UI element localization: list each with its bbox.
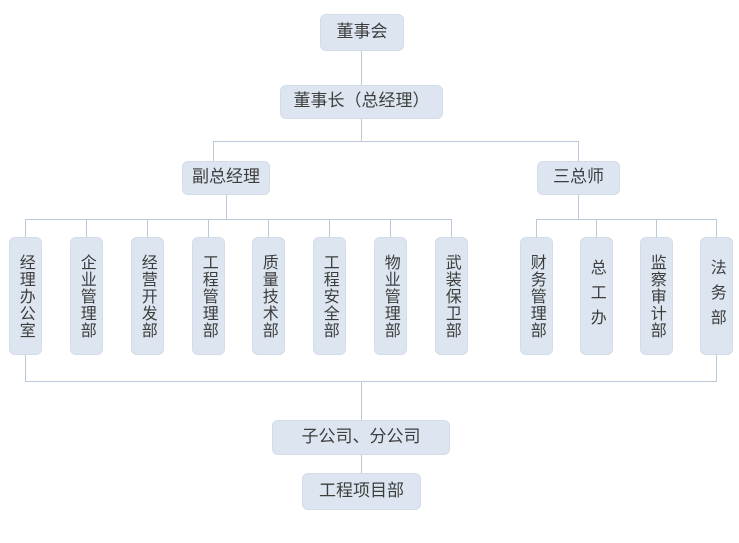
- connector-bottom-bar: [25, 381, 717, 382]
- connector-subsidiary-to-project: [361, 455, 362, 473]
- dept-box-quality-technology[interactable]: 质量技术部: [252, 237, 285, 355]
- connector-board-to-chairman: [361, 51, 362, 85]
- connector-drop-left-8: [451, 219, 452, 237]
- connector-drop-right-3: [656, 219, 657, 237]
- dept-label: 物业管理部: [381, 253, 401, 339]
- connector-vice-gm-stem: [226, 195, 227, 219]
- connector-level2-bar: [213, 141, 579, 142]
- connector-drop-left-5: [268, 219, 269, 237]
- dept-box-chief-engineer-office[interactable]: 总工办: [580, 237, 613, 355]
- connector-bottom-to-subsidiary: [361, 381, 362, 420]
- dept-label: 企业管理部: [77, 253, 97, 339]
- dept-label: 法务部: [707, 258, 727, 334]
- node-board[interactable]: 董事会: [320, 14, 404, 51]
- dept-box-engineering-safety[interactable]: 工程安全部: [313, 237, 346, 355]
- dept-box-engineering-management[interactable]: 工程管理部: [192, 237, 225, 355]
- dept-box-business-development[interactable]: 经营开发部: [131, 237, 164, 355]
- node-project-dept[interactable]: 工程项目部: [302, 473, 421, 510]
- node-chairman[interactable]: 董事长（总经理）: [280, 85, 443, 119]
- connector-bottom-left-riser: [25, 355, 26, 381]
- dept-label: 监察审计部: [647, 253, 667, 339]
- dept-box-supervision-audit[interactable]: 监察审计部: [640, 237, 673, 355]
- dept-label: 财务管理部: [527, 253, 547, 339]
- connector-three-chiefs-stem: [578, 195, 579, 219]
- dept-label: 总工办: [587, 258, 607, 334]
- node-project-dept-label: 工程项目部: [319, 480, 404, 501]
- dept-box-manager-office[interactable]: 经理办公室: [9, 237, 42, 355]
- connector-drop-left-3: [147, 219, 148, 237]
- dept-box-property-management[interactable]: 物业管理部: [374, 237, 407, 355]
- node-three-chiefs-label: 三总师: [553, 167, 604, 188]
- node-chairman-label: 董事长（总经理）: [293, 91, 430, 112]
- dept-label: 质量技术部: [259, 253, 279, 339]
- dept-label: 工程管理部: [199, 253, 219, 339]
- connector-right-departments-bar: [536, 219, 716, 220]
- connector-to-three-chiefs: [578, 141, 579, 161]
- node-subsidiary-label: 子公司、分公司: [301, 426, 421, 447]
- node-subsidiary[interactable]: 子公司、分公司: [272, 420, 450, 455]
- connector-chairman-stem: [361, 119, 362, 141]
- connector-bottom-right-riser: [716, 355, 717, 381]
- dept-label: 武装保卫部: [442, 253, 462, 339]
- dept-label: 经理办公室: [16, 253, 36, 339]
- connector-drop-left-1: [25, 219, 26, 237]
- connector-drop-right-2: [596, 219, 597, 237]
- connector-drop-right-4: [716, 219, 717, 237]
- connector-drop-left-4: [208, 219, 209, 237]
- node-vice-gm-label: 副总经理: [192, 167, 260, 188]
- dept-box-finance-management[interactable]: 财务管理部: [520, 237, 553, 355]
- connector-drop-left-6: [329, 219, 330, 237]
- dept-box-enterprise-management[interactable]: 企业管理部: [70, 237, 103, 355]
- connector-drop-left-7: [390, 219, 391, 237]
- dept-box-legal-affairs[interactable]: 法务部: [700, 237, 733, 355]
- dept-box-armed-security[interactable]: 武装保卫部: [435, 237, 468, 355]
- node-board-label: 董事会: [336, 21, 388, 42]
- connector-to-vice-gm: [213, 141, 214, 161]
- node-three-chiefs[interactable]: 三总师: [537, 161, 620, 195]
- dept-label: 经营开发部: [138, 253, 158, 339]
- connector-drop-left-2: [86, 219, 87, 237]
- connector-left-departments-bar: [25, 219, 451, 220]
- connector-drop-right-1: [536, 219, 537, 237]
- node-vice-gm[interactable]: 副总经理: [182, 161, 270, 195]
- dept-label: 工程安全部: [320, 253, 340, 339]
